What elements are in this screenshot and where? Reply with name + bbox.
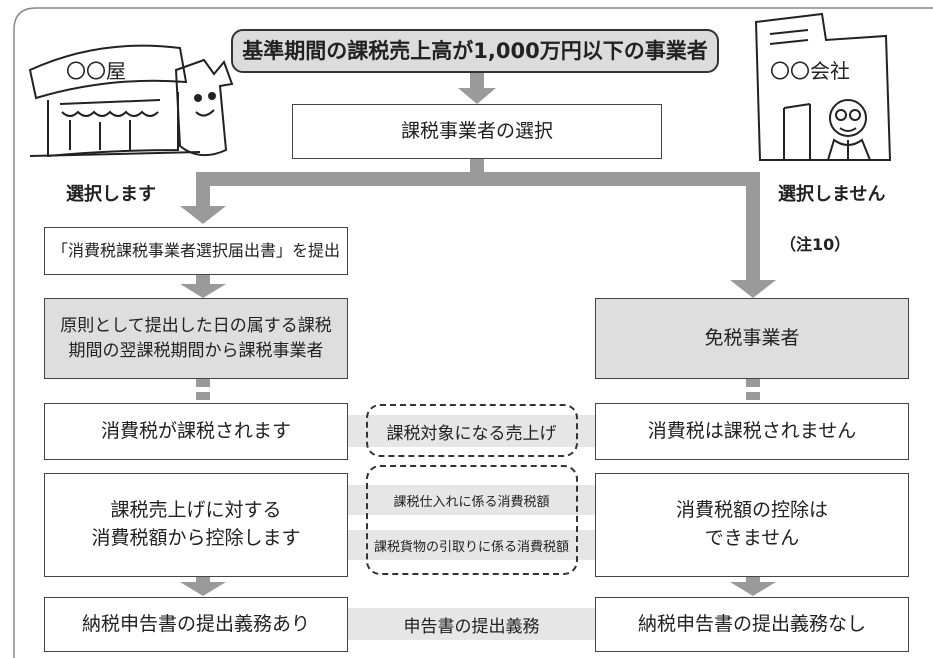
company-sign-text: 〇〇会社 <box>770 59 850 83</box>
taxed-box: 消費税が課税されます <box>44 403 348 460</box>
company-illustration <box>754 12 892 161</box>
no-deduct-line-2: できません <box>704 527 800 549</box>
shop-illustration <box>28 44 234 158</box>
arrow-head-2 <box>180 284 226 298</box>
deduct-box: 課税売上げに対する 消費税額から控除します <box>44 473 348 577</box>
connector-right-1 <box>746 379 760 387</box>
taxable-sales-band: 課税対象になる売上げ <box>348 415 595 447</box>
return-required-box: 納税申告書の提出義務あり <box>44 597 348 652</box>
arrow-shaft-1 <box>470 70 484 92</box>
no-deduct-box: 消費税額の控除は できません <box>595 473 909 577</box>
goods-tax-band: 課税貨物の引取りに係る消費税額 <box>348 530 595 560</box>
no-return-box: 納税申告書の提出義務なし <box>595 597 909 652</box>
shop-sign-text: 〇〇屋 <box>66 59 126 83</box>
connector-left-1 <box>196 379 210 387</box>
deduct-line-2: 消費税額から控除します <box>91 527 301 549</box>
left-branch-shaft <box>196 172 210 210</box>
right-branch-head <box>730 280 776 298</box>
connector-right-2 <box>746 392 760 400</box>
purchase-tax-text: 課税仕入れに係る消費税額 <box>393 494 550 510</box>
filing-duty-band: 申告書の提出義務 <box>348 608 595 640</box>
arrow-head-4 <box>730 582 776 596</box>
taxable-from-box: 原則として提出した日の属する課税 期間の翌課税期間から課税事業者 <box>44 298 348 379</box>
left-branch-head <box>180 206 226 224</box>
goods-tax-text: 課税貨物の引取りに係る消費税額 <box>373 539 569 555</box>
taxable-sales-dashed-outline <box>366 404 578 457</box>
outer-border <box>13 7 933 658</box>
taxable-line-1: 原則として提出した日の属する課税 <box>60 315 332 336</box>
file-notification-box: 「消費税課税事業者選択届出書」を提出 <box>44 227 348 275</box>
arrow-shaft-4 <box>746 577 760 585</box>
taxable-sales-text: 課税対象になる売上げ <box>386 423 557 444</box>
exempt-box: 免税事業者 <box>595 298 909 379</box>
arrow-head-3 <box>180 582 226 596</box>
right-branch-shaft <box>746 172 760 282</box>
note-label: （注10） <box>780 235 851 254</box>
taxable-line-2: 期間の翌課税期間から課税事業者 <box>68 340 324 361</box>
tax-amount-dashed-outline <box>366 465 578 575</box>
arrow-shaft-3 <box>196 577 210 585</box>
selection-box-text: 課税事業者の選択 <box>400 119 553 142</box>
top-box-text: 基準期間の課税売上高が1,000万円以下の事業者 <box>242 38 708 63</box>
return-required-text: 納税申告書の提出義務あり <box>81 612 310 635</box>
right-branch-label: 選択しません <box>778 184 886 205</box>
no-deduct-line-1: 消費税額の控除は <box>675 499 828 522</box>
top-eligibility-box: 基準期間の課税売上高が1,000万円以下の事業者 <box>231 29 719 73</box>
not-taxed-box: 消費税は課税されません <box>595 403 909 460</box>
file-notification-text: 「消費税課税事業者選択届出書」を提出 <box>51 241 340 261</box>
filing-duty-text: 申告書の提出義務 <box>403 616 540 637</box>
taxed-text: 消費税が課税されます <box>100 419 291 442</box>
not-taxed-text: 消費税は課税されません <box>647 419 857 442</box>
branch-bar <box>196 172 760 186</box>
selection-box: 課税事業者の選択 <box>292 104 662 159</box>
arrow-head-1 <box>458 88 496 104</box>
no-return-text: 納税申告書の提出義務なし <box>637 612 866 635</box>
left-branch-label: 選択します <box>66 184 156 205</box>
deduct-line-1: 課税売上げに対する <box>110 499 282 522</box>
connector-left-2 <box>196 392 210 400</box>
exempt-text: 免税事業者 <box>704 326 800 349</box>
purchase-tax-band: 課税仕入れに係る消費税額 <box>348 485 595 515</box>
